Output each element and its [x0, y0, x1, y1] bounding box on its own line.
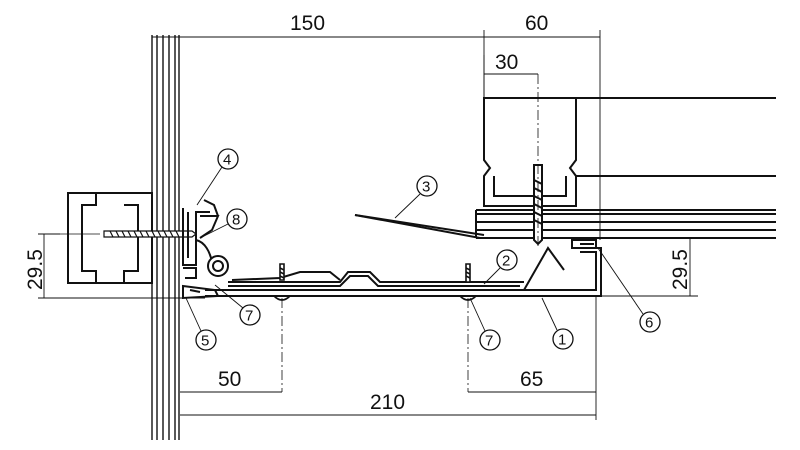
frame-profile	[475, 97, 776, 246]
centerlines	[281, 74, 539, 392]
right-clip	[571, 239, 597, 249]
main-tray	[205, 246, 602, 297]
callout-1: 1	[541, 297, 574, 350]
anchor-screw	[60, 230, 197, 238]
dimension-65-label: 65	[520, 368, 543, 391]
steel-channel	[67, 192, 153, 284]
callout-1-number: 1	[558, 332, 566, 349]
callout-8: 8	[199, 208, 248, 239]
dimension-60: 60	[484, 12, 601, 240]
callout-2-number: 2	[502, 253, 510, 270]
callout-7-right: 7	[469, 297, 501, 351]
dimension-150: 150	[152, 12, 485, 98]
callout-3: 3	[394, 175, 438, 219]
cover-plate	[354, 214, 600, 239]
callout-8-number: 8	[232, 212, 240, 229]
callout-2: 2	[483, 249, 518, 285]
callout-4-number: 4	[223, 152, 231, 169]
callout-4: 4	[196, 148, 239, 206]
callout-7-left-number: 7	[245, 308, 253, 325]
dimension-210: 210	[180, 296, 597, 420]
callout-7-left: 7	[214, 284, 261, 326]
dimension-29-5-right-label: 29.5	[669, 249, 692, 290]
dimension-29-5-left-label: 29.5	[24, 249, 47, 290]
dimension-29-5-right: 29.5	[600, 237, 698, 297]
clip-bracket	[182, 199, 229, 300]
callout-3-number: 3	[422, 179, 430, 196]
callout-5: 5	[185, 297, 217, 351]
dimension-50-label: 50	[218, 368, 241, 391]
dimension-150-label: 150	[290, 12, 325, 35]
dimension-65: 65	[468, 368, 596, 393]
dimension-30-label: 30	[495, 51, 518, 74]
dimension-60-label: 60	[525, 12, 548, 35]
callout-7-right-number: 7	[485, 333, 493, 350]
dimension-50: 50	[180, 368, 282, 393]
callout-6: 6	[597, 247, 661, 333]
dimension-29-5-left: 29.5	[24, 233, 205, 299]
dimension-30: 30	[483, 51, 538, 98]
callout-5-number: 5	[201, 333, 209, 350]
dimension-210-label: 210	[370, 391, 405, 414]
callout-6-number: 6	[645, 315, 653, 332]
